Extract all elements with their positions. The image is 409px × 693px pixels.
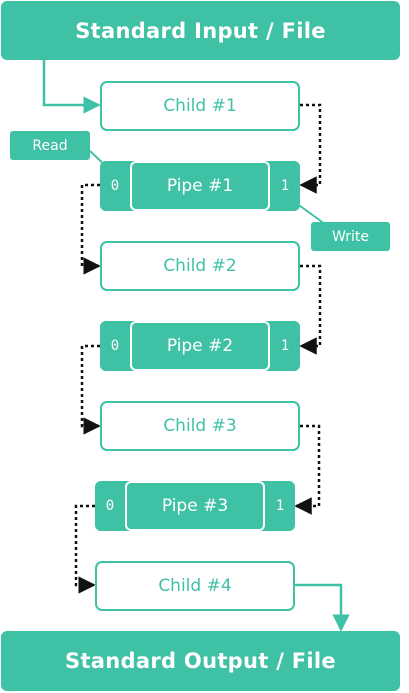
pipe-1-to-child-2-connector (80, 183, 101, 275)
pipe-3-body: Pipe #3 (125, 481, 265, 531)
write-callout-leader (295, 202, 326, 225)
pipe-2-node: 0 Pipe #2 1 (100, 321, 300, 371)
pipe-2-label: Pipe #2 (166, 336, 234, 356)
child-4-node: Child #4 (95, 561, 295, 611)
pipe-1-body: Pipe #1 (130, 161, 270, 211)
read-callout: Read (10, 131, 90, 160)
pipe-1-label: Pipe #1 (166, 176, 234, 196)
pipe-3-to-child-4-connector (74, 504, 96, 594)
read-callout-label: Read (32, 137, 68, 154)
stdin-to-child-1-connector (42, 60, 101, 114)
pipe-1-node: 0 Pipe #1 1 (100, 161, 300, 211)
child-1-to-pipe-1-connector (299, 103, 322, 194)
stdin-band-label: Standard Input / File (75, 18, 326, 43)
pipe-3-label: Pipe #3 (161, 496, 229, 516)
stdout-band-label: Standard Output / File (65, 649, 336, 673)
child-2-label: Child #2 (163, 256, 237, 276)
child-1-label: Child #1 (163, 96, 237, 116)
pipe-1-write-port: 1 (280, 178, 290, 194)
pipe-2-body: Pipe #2 (130, 321, 270, 371)
pipe-3-read-port: 0 (105, 498, 115, 514)
write-callout-label: Write (332, 228, 369, 245)
pipe-3-write-port: 1 (275, 498, 285, 514)
child-4-to-stdout-connector (295, 583, 350, 632)
stdin-band: Standard Input / File (1, 1, 400, 60)
pipe-2-write-port: 1 (280, 338, 290, 354)
child-2-node: Child #2 (100, 241, 300, 291)
pipe-3-node: 0 Pipe #3 1 (95, 481, 295, 531)
pipe-1-read-port: 0 (110, 178, 120, 194)
child-1-node: Child #1 (100, 81, 300, 131)
stdout-band: Standard Output / File (1, 631, 400, 691)
pipe-2-read-port: 0 (110, 338, 120, 354)
child-3-node: Child #3 (100, 401, 300, 451)
child-4-label: Child #4 (158, 576, 232, 596)
pipe-2-to-child-3-connector (80, 344, 101, 435)
child-3-to-pipe-3-connector (294, 424, 321, 515)
child-3-label: Child #3 (163, 416, 237, 436)
child-2-to-pipe-2-connector (299, 264, 322, 355)
write-callout: Write (311, 222, 390, 251)
